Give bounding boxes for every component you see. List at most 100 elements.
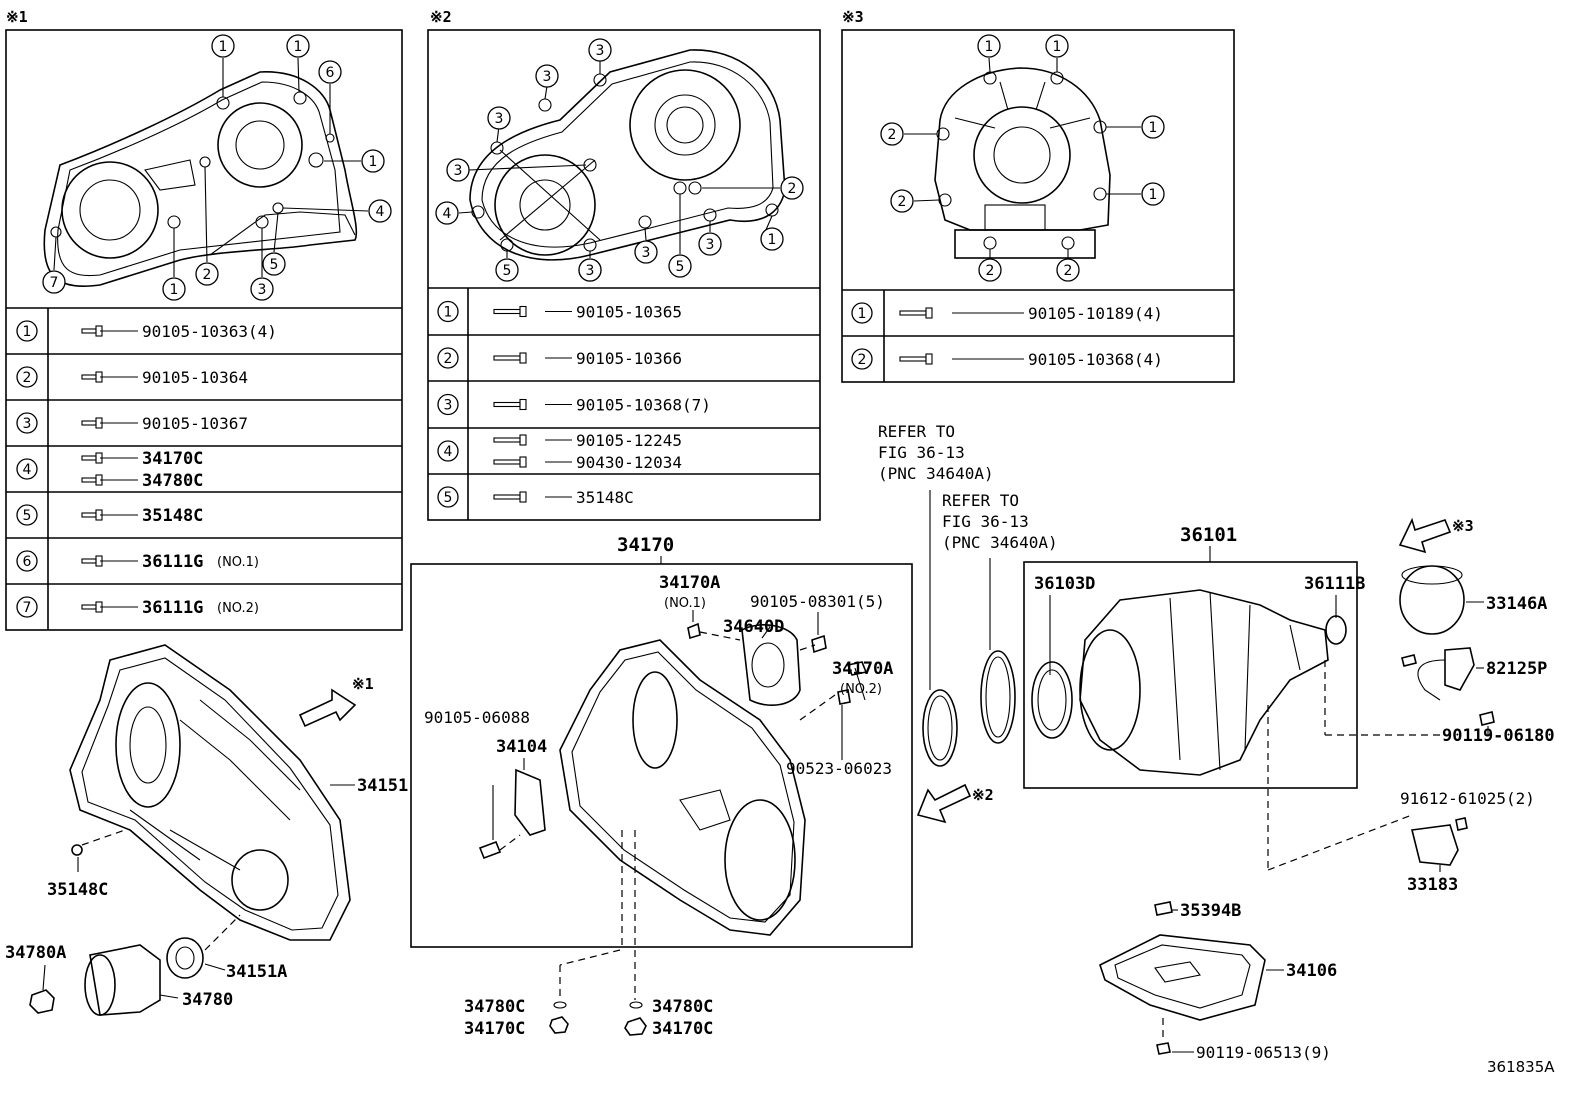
bolt-head-icon xyxy=(519,434,527,446)
panel-3-mark: ※3 xyxy=(842,8,864,26)
label-33183: 33183 xyxy=(1407,875,1458,895)
row-number: 3 xyxy=(23,416,32,432)
label-34640D: 34640D xyxy=(723,617,784,637)
callout-number: 2 xyxy=(888,127,897,143)
label-34170A-1-note: (NO.1) xyxy=(664,596,706,611)
callout-number: 1 xyxy=(768,232,777,248)
bolt-shank-icon xyxy=(899,356,927,362)
arrow-mark-2: ※2 xyxy=(972,786,994,804)
callout-number: 1 xyxy=(170,282,179,298)
part-number: 34780C xyxy=(142,471,203,491)
callout-number: 1 xyxy=(369,154,378,170)
callout-circle: 2 xyxy=(780,176,804,200)
callout-circle: 1 xyxy=(211,34,235,58)
arrow-2 xyxy=(916,783,972,824)
refer-notes: REFER TO FIG 36-13 (PNC 34640A) REFER TO… xyxy=(878,422,1058,767)
callout-circle: 1 xyxy=(1141,182,1165,206)
callout-circle: 2 xyxy=(1056,258,1080,282)
callout-number: 5 xyxy=(503,263,512,279)
row-number: 6 xyxy=(23,554,32,570)
panel-3-housing-drawing xyxy=(934,67,1111,259)
bolt-shank-icon xyxy=(81,477,97,483)
bolt-shank-icon xyxy=(899,310,927,316)
part-number: 90105-10363(4) xyxy=(142,322,277,341)
label-35148C: 35148C xyxy=(47,880,108,900)
callout-number: 1 xyxy=(1053,39,1062,55)
callout-number: 2 xyxy=(986,263,995,279)
row-number: 1 xyxy=(444,305,453,321)
label-90119-06513: 90119-06513(9) xyxy=(1196,1043,1331,1062)
part-number: 36111G xyxy=(142,598,203,618)
callout-number: 3 xyxy=(454,163,463,179)
label-34170C-left: 34170C xyxy=(464,1019,525,1039)
label-34170C-right: 34170C xyxy=(652,1019,713,1039)
table-row: 2 90105-10368(4) xyxy=(851,348,1163,370)
callout-circle: 3 xyxy=(588,38,612,62)
part-number: 90105-10364 xyxy=(142,368,248,387)
bolt-shank-icon xyxy=(493,401,521,408)
part-number: 34170C xyxy=(142,449,203,469)
part-number: 35148C xyxy=(142,506,203,526)
callout-circle: 2 xyxy=(880,122,904,146)
callout-number: 1 xyxy=(219,39,228,55)
row-number: 2 xyxy=(858,352,867,368)
oil-pan: 35394B 34106 90119-06513(9) xyxy=(1099,901,1337,1062)
row-number-circle xyxy=(16,550,38,572)
callout-number: 3 xyxy=(258,282,267,298)
panel-1-mark: ※1 xyxy=(6,8,28,26)
label-36103D: 36103D xyxy=(1034,574,1095,594)
callout-number: 2 xyxy=(898,194,907,210)
bolt-shank-icon xyxy=(493,437,521,443)
group-34170: 34170 34170A (NO.1) 90105-08301(5) 34640… xyxy=(410,534,913,948)
part-number: 90105-10189(4) xyxy=(1028,304,1163,323)
part-number: 90430-12034 xyxy=(576,453,682,472)
callout-number: 4 xyxy=(443,206,452,222)
table-row: 4 90105-12245 90430-12034 xyxy=(437,431,682,472)
part-note: (NO.2) xyxy=(217,601,259,616)
part-number: 90105-10368(4) xyxy=(1028,350,1163,369)
callout-circle: 3 xyxy=(634,240,658,264)
bolt-shank-icon xyxy=(493,494,521,500)
callout-number: 7 xyxy=(50,275,59,291)
panel-3-leaders xyxy=(904,57,1141,258)
label-34170A-2: 34170A xyxy=(832,659,893,679)
callout-number: 2 xyxy=(788,181,797,197)
panel-2-housing-drawing xyxy=(469,49,786,261)
callout-circle: 3 xyxy=(535,64,559,88)
refer-1-line-1: REFER TO xyxy=(878,422,955,441)
row-number-circle xyxy=(437,486,459,508)
row-number-circle xyxy=(16,458,38,480)
bolt-shank-icon xyxy=(81,604,97,610)
row-number-circle xyxy=(16,596,38,618)
panel-1-leaders xyxy=(53,57,369,277)
callout-circle: 1 xyxy=(977,34,1001,58)
row-number: 1 xyxy=(23,324,32,340)
row-number: 4 xyxy=(444,444,453,460)
row-number: 2 xyxy=(444,351,453,367)
part-number: 90105-12245 xyxy=(576,431,682,450)
part-number: 90105-10368(7) xyxy=(576,396,711,415)
refer-2-line-1: REFER TO xyxy=(942,491,1019,510)
row-number-circle xyxy=(16,366,38,388)
bolt-shank-icon xyxy=(81,558,97,564)
panel-1-housing-drawing xyxy=(43,71,358,287)
label-33146A: 33146A xyxy=(1486,594,1547,614)
transfer-case-leaders xyxy=(42,784,355,999)
callout-number: 5 xyxy=(676,259,685,275)
row-number-circle xyxy=(16,320,38,342)
label-34106: 34106 xyxy=(1286,961,1337,981)
label-34151: 34151 xyxy=(357,776,408,796)
row-number-circle xyxy=(437,440,459,462)
callout-circle: 3 xyxy=(250,277,274,301)
callout-number: 3 xyxy=(642,245,651,261)
callout-number: 2 xyxy=(1064,263,1073,279)
